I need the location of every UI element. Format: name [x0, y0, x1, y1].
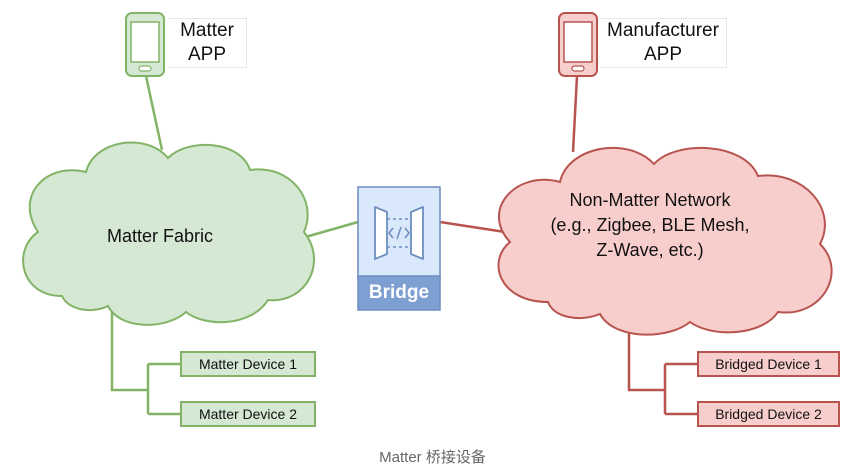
connector-bridge-to-network	[439, 220, 506, 234]
non-matter-network-label-line3: Z-Wave, etc.)	[596, 240, 704, 260]
connector-manufacturer-app-to-network	[571, 75, 579, 153]
bridged-device-2: Bridged Device 2	[697, 401, 840, 427]
matter-device-1: Matter Device 1	[180, 351, 316, 377]
non-matter-network-label-line1: Non-Matter Network	[569, 190, 731, 210]
manufacturer-app-label: Manufacturer APP	[600, 18, 727, 68]
non-matter-network-cloud	[497, 146, 833, 336]
manufacturer-app-label-line1: Manufacturer	[607, 20, 719, 41]
bridge-node	[357, 186, 441, 311]
matter-fabric-cloud	[22, 141, 315, 326]
bridge-label: Bridge	[368, 282, 430, 303]
figure-caption: Matter 桥接设备	[379, 449, 486, 466]
manufacturer-app-label-line2: APP	[643, 44, 683, 65]
matter-app-label-line1: Matter	[180, 20, 234, 41]
matter-app-label-line2: APP	[187, 44, 227, 65]
connector-matter-app-to-fabric	[144, 75, 164, 151]
bridged-device-1: Bridged Device 1	[697, 351, 840, 377]
smartphone-icon	[558, 12, 598, 77]
matter-device-2: Matter Device 2	[180, 401, 316, 427]
connector-network-to-devices	[627, 318, 697, 416]
code-gateway-icon	[374, 206, 424, 260]
smartphone-icon	[125, 12, 165, 77]
matter-fabric-label: Matter Fabric	[106, 226, 214, 246]
connector-fabric-to-devices	[110, 308, 180, 416]
non-matter-network-label: Non-Matter Network (e.g., Zigbee, BLE Me…	[520, 188, 780, 263]
non-matter-network-label-line2: (e.g., Zigbee, BLE Mesh,	[550, 215, 750, 235]
matter-app-label: Matter APP	[168, 18, 247, 68]
